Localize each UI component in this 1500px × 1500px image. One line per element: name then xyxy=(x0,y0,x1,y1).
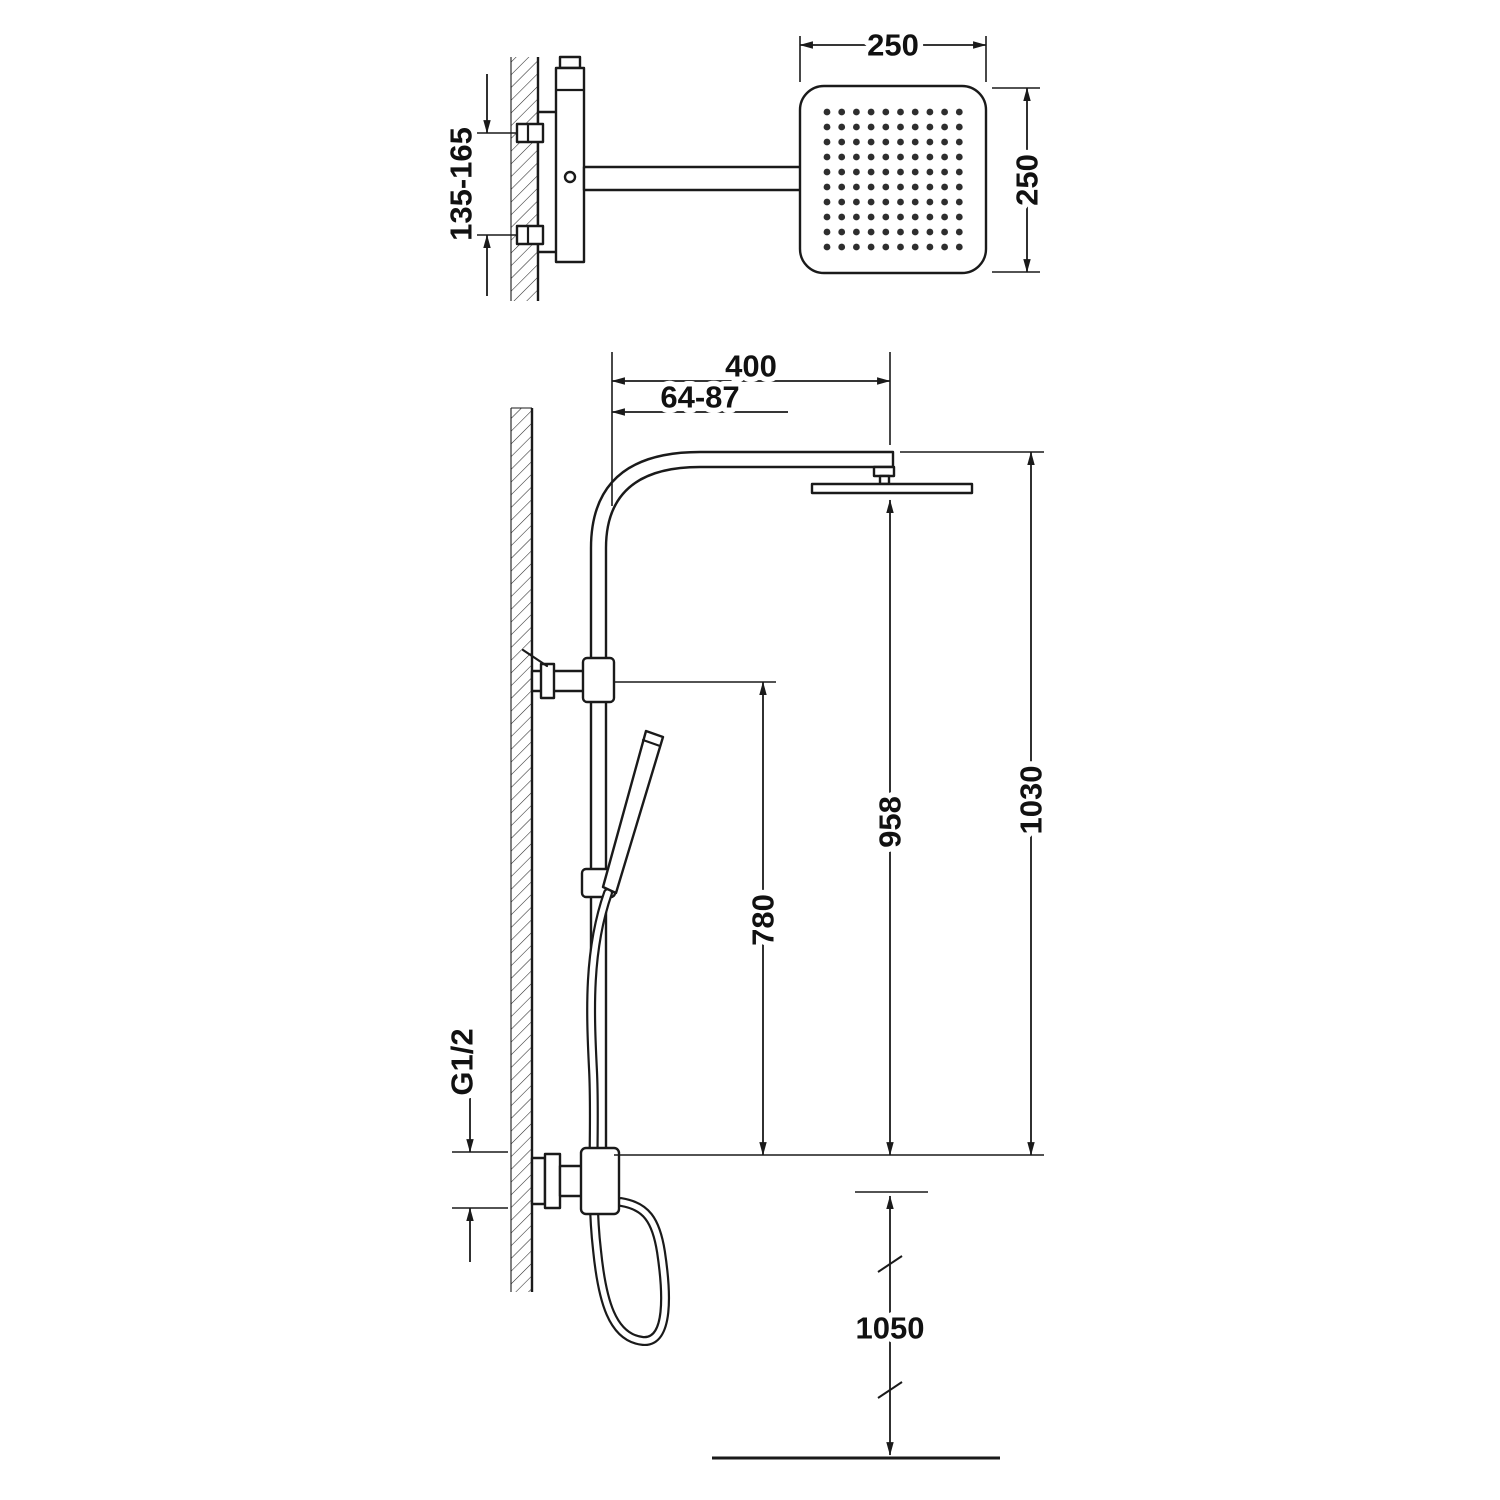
wall-hatching xyxy=(511,57,538,301)
riser-inlet-fitting xyxy=(581,656,616,704)
dimension-label: 1030 xyxy=(1014,766,1049,835)
nozzle-grid xyxy=(823,108,963,251)
shower-hose-inner xyxy=(588,890,668,1344)
dimension-label: 1050 xyxy=(856,1311,925,1346)
dimension-label: 250 xyxy=(1010,154,1045,206)
dim-total-height: 1030 xyxy=(614,451,1054,1156)
wall-union-flange xyxy=(530,1156,547,1206)
dim-head-clearance: 958 xyxy=(867,499,913,1156)
bracket-bolt-bottom xyxy=(515,224,545,246)
break-mark xyxy=(877,1255,903,1273)
dim-head-depth: 250 xyxy=(992,87,1050,273)
break-mark xyxy=(877,1381,903,1399)
lower-supply-connection xyxy=(530,1146,621,1216)
dim-arm-reach: 400 xyxy=(611,343,891,506)
supply-flange xyxy=(539,662,556,700)
dim-bracket-spacing: 135-165 xyxy=(438,74,516,296)
dim-outlet-height: 780 xyxy=(614,681,786,1156)
column-screw xyxy=(563,170,577,184)
riser-pipe-and-arm xyxy=(589,450,895,1154)
supply-lever xyxy=(521,648,549,668)
dimension-label: 250 xyxy=(867,28,919,63)
diverter-body xyxy=(579,1146,621,1216)
top-view: 250 250 135-165 xyxy=(438,22,1050,301)
dimension-label: 64-87 xyxy=(660,380,739,415)
dimension-label: 400 xyxy=(725,349,777,384)
dim-wall-offset: 64-87 xyxy=(611,374,788,420)
dim-connection-thread: G1/2 xyxy=(439,1023,508,1262)
shower-arm-plan xyxy=(582,165,804,192)
front-view: 400 64-87 1030 958 780 xyxy=(439,343,1054,1460)
column-body-plan xyxy=(554,66,586,264)
dim-head-width: 250 xyxy=(799,22,987,82)
dimension-label: G1/2 xyxy=(445,1028,480,1095)
union-nut xyxy=(543,1152,562,1210)
dim-install-height: 1050 xyxy=(850,1191,930,1456)
head-ball-joint xyxy=(872,465,896,478)
upper-supply-elbow xyxy=(521,648,616,704)
dimension-label: 958 xyxy=(873,796,908,848)
bracket-bolt-top xyxy=(515,122,545,144)
shower-head-plan xyxy=(798,84,988,275)
dimension-label: 135-165 xyxy=(444,127,479,241)
shower-head-side xyxy=(810,482,974,495)
dimension-label: 780 xyxy=(746,894,781,946)
wall-hatching xyxy=(511,408,532,1292)
hand-shower-wand xyxy=(601,729,665,895)
column-top-cap xyxy=(558,55,582,70)
wand-head-joint-line xyxy=(641,738,662,748)
